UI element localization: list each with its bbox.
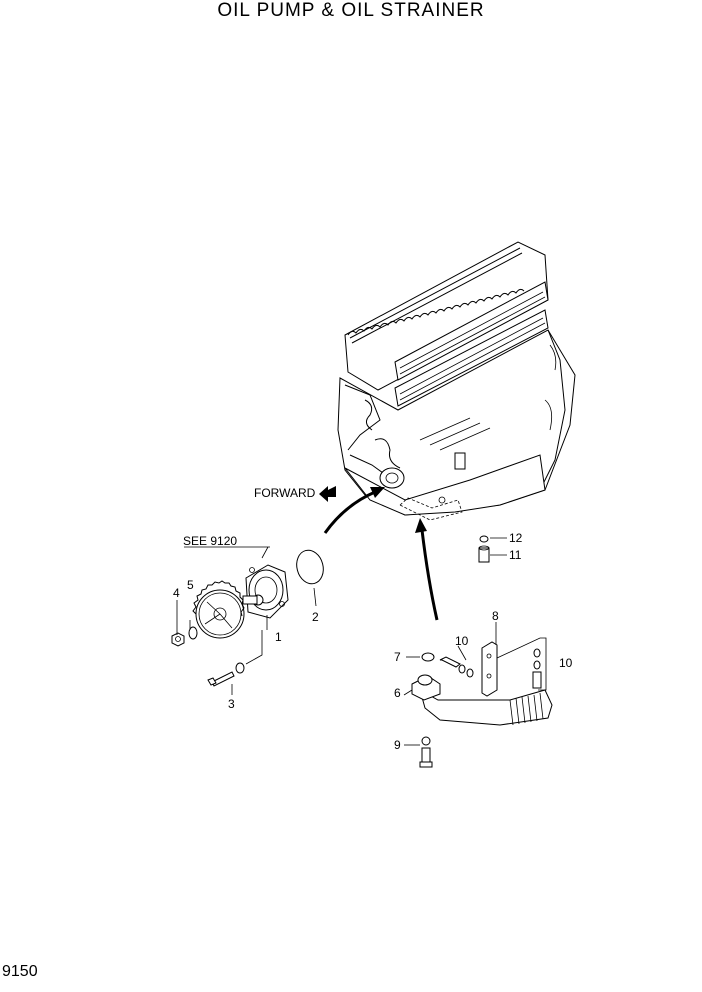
callout-7: 7 [394,650,401,664]
drive-gear [192,580,245,639]
gear-nut [171,632,185,647]
see-reference-label: SEE 9120 [183,534,237,548]
callout-10: 10 [455,634,469,648]
forward-arrow-icon [319,486,336,502]
callout-5: 5 [187,578,194,592]
page-title: OIL PUMP & OIL STRAINER [217,0,485,21]
callout-10-right: 10 [559,656,573,670]
callout-3: 3 [228,697,235,711]
oil-pump-body [242,564,289,619]
o-ring [296,549,324,585]
strainer-location-arrow [415,518,439,621]
callout-1: 1 [275,630,282,644]
callout-6: 6 [394,686,401,700]
pump-bolt [207,662,245,687]
callout-9: 9 [394,738,401,752]
engine-block [337,241,576,521]
callout-8: 8 [492,609,499,623]
forward-label: FORWARD [254,486,316,500]
oil-strainer-assembly [403,535,553,768]
callout-2: 2 [312,610,319,624]
pump-location-arrow [323,487,385,534]
oil-pump-assembly [171,546,324,695]
page-number: 9150 [2,963,38,980]
callout-12: 12 [509,531,523,545]
gear-washer [188,626,198,640]
callout-4: 4 [173,586,180,600]
callout-11: 11 [509,548,522,562]
